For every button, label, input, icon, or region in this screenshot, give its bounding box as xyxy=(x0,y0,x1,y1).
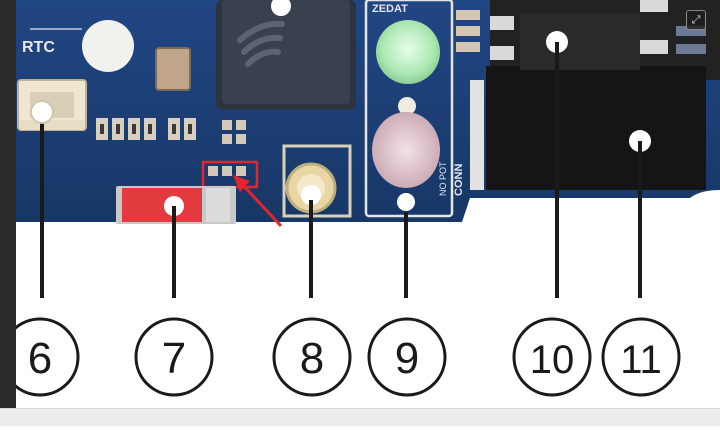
right-components: CONN NO POT xyxy=(438,10,484,196)
crystal xyxy=(155,47,191,91)
power-module xyxy=(486,0,720,190)
callout-10-circle xyxy=(512,317,592,397)
left-frame xyxy=(0,0,16,425)
callout-10-label: 10 xyxy=(530,338,575,382)
led-group: ZEDAT xyxy=(364,0,454,218)
wifi-module xyxy=(216,0,356,110)
conn-silkscreen-2: NO POT xyxy=(438,161,448,196)
callout-6-label: 6 xyxy=(28,334,52,383)
expand-icon[interactable]: ⤢ xyxy=(686,10,706,30)
callout-circles xyxy=(0,317,681,397)
bottom-frame xyxy=(0,408,720,426)
pin-header-middle xyxy=(208,120,246,176)
callout-7-circle xyxy=(134,317,214,397)
callout-8-circle xyxy=(272,317,352,397)
callout-lines xyxy=(40,42,642,298)
callout-dot-module xyxy=(271,0,291,16)
arrow-icon xyxy=(233,175,283,228)
antenna-connector xyxy=(282,144,352,218)
callout-11-label: 11 xyxy=(620,338,662,382)
conn-silkscreen: CONN xyxy=(453,164,465,196)
callout-8-label: 8 xyxy=(300,334,324,383)
resistor-array xyxy=(96,118,196,140)
rtc-battery xyxy=(82,20,134,72)
rtc-silkscreen: RTC xyxy=(22,39,55,56)
led-silkscreen: ZEDAT xyxy=(372,3,408,15)
callout-7-label: 7 xyxy=(162,334,186,383)
callout-9-label: 9 xyxy=(395,334,419,383)
callout-11-circle xyxy=(601,317,681,397)
callout-9-circle xyxy=(367,317,447,397)
jst-connector xyxy=(17,79,87,131)
